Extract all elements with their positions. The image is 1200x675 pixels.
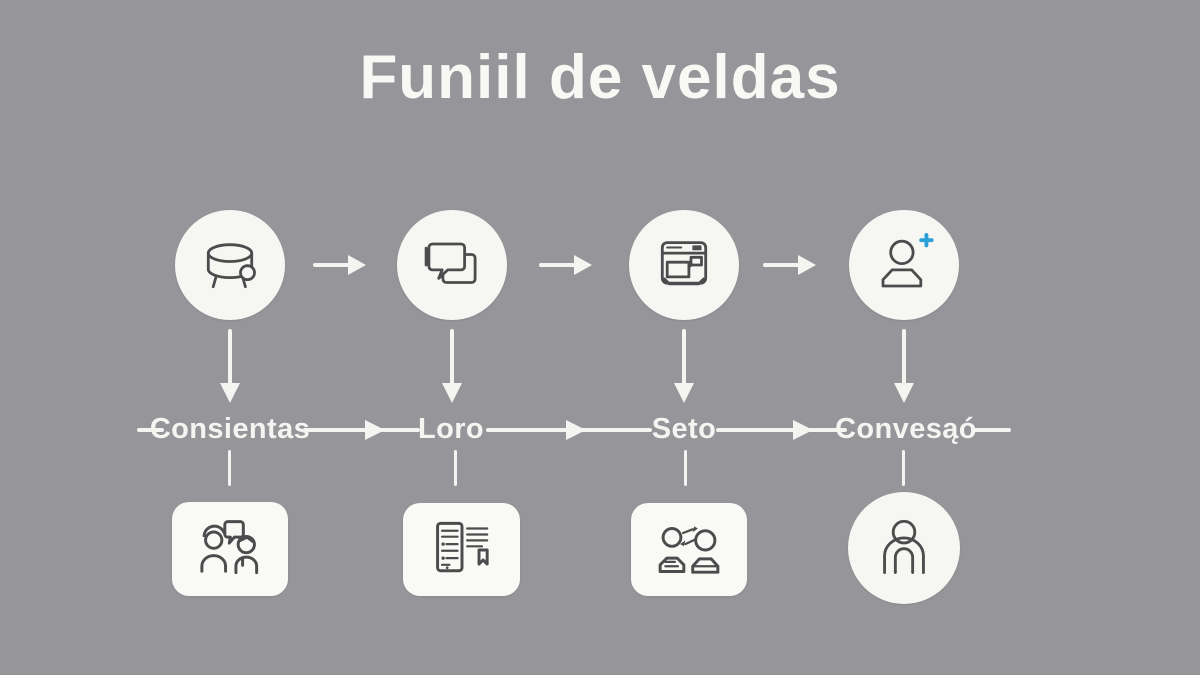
add-person-icon bbox=[881, 232, 934, 288]
connector-line bbox=[228, 450, 231, 486]
chat-bubbles-icon bbox=[424, 242, 477, 284]
stage-label-3: Seto bbox=[651, 413, 717, 445]
people-conversation-icon bbox=[200, 520, 259, 575]
connector-line bbox=[902, 450, 905, 486]
right-arrow-icon bbox=[763, 255, 816, 275]
flow-arrow-icon bbox=[716, 420, 847, 440]
person-arch-icon bbox=[883, 519, 925, 574]
down-arrow-icon bbox=[442, 329, 462, 403]
stage-circle-awareness bbox=[175, 210, 285, 320]
bottom-circle-conversion bbox=[848, 492, 960, 604]
down-arrow-icon bbox=[894, 329, 914, 403]
bottom-card-awareness bbox=[172, 502, 288, 596]
stage-label-1: Consientas bbox=[149, 413, 311, 445]
stage-label-4: Convesąó bbox=[835, 413, 977, 445]
line-segment bbox=[972, 428, 1011, 432]
down-arrow-icon bbox=[674, 329, 694, 403]
people-exchange-icon bbox=[658, 525, 720, 574]
stage-circle-conversion bbox=[849, 210, 959, 320]
drum-pot-icon bbox=[206, 243, 256, 289]
document-checklist-icon bbox=[435, 521, 489, 572]
down-arrow-icon bbox=[220, 329, 240, 403]
line-segment bbox=[137, 428, 164, 432]
flow-arrow-icon bbox=[486, 420, 652, 440]
bottom-card-decision bbox=[631, 503, 747, 596]
stage-circle-decision bbox=[629, 210, 739, 320]
connector-line bbox=[454, 450, 457, 486]
bottom-card-interest bbox=[403, 503, 520, 596]
right-arrow-icon bbox=[313, 255, 366, 275]
page-title: Funiil de veldas bbox=[359, 43, 841, 112]
stage-circle-interest bbox=[397, 210, 507, 320]
browser-window-icon bbox=[660, 241, 708, 286]
flow-arrow-icon bbox=[303, 420, 420, 440]
right-arrow-icon bbox=[539, 255, 592, 275]
connector-line bbox=[684, 450, 687, 486]
stage-label-2: Loro bbox=[417, 413, 485, 445]
